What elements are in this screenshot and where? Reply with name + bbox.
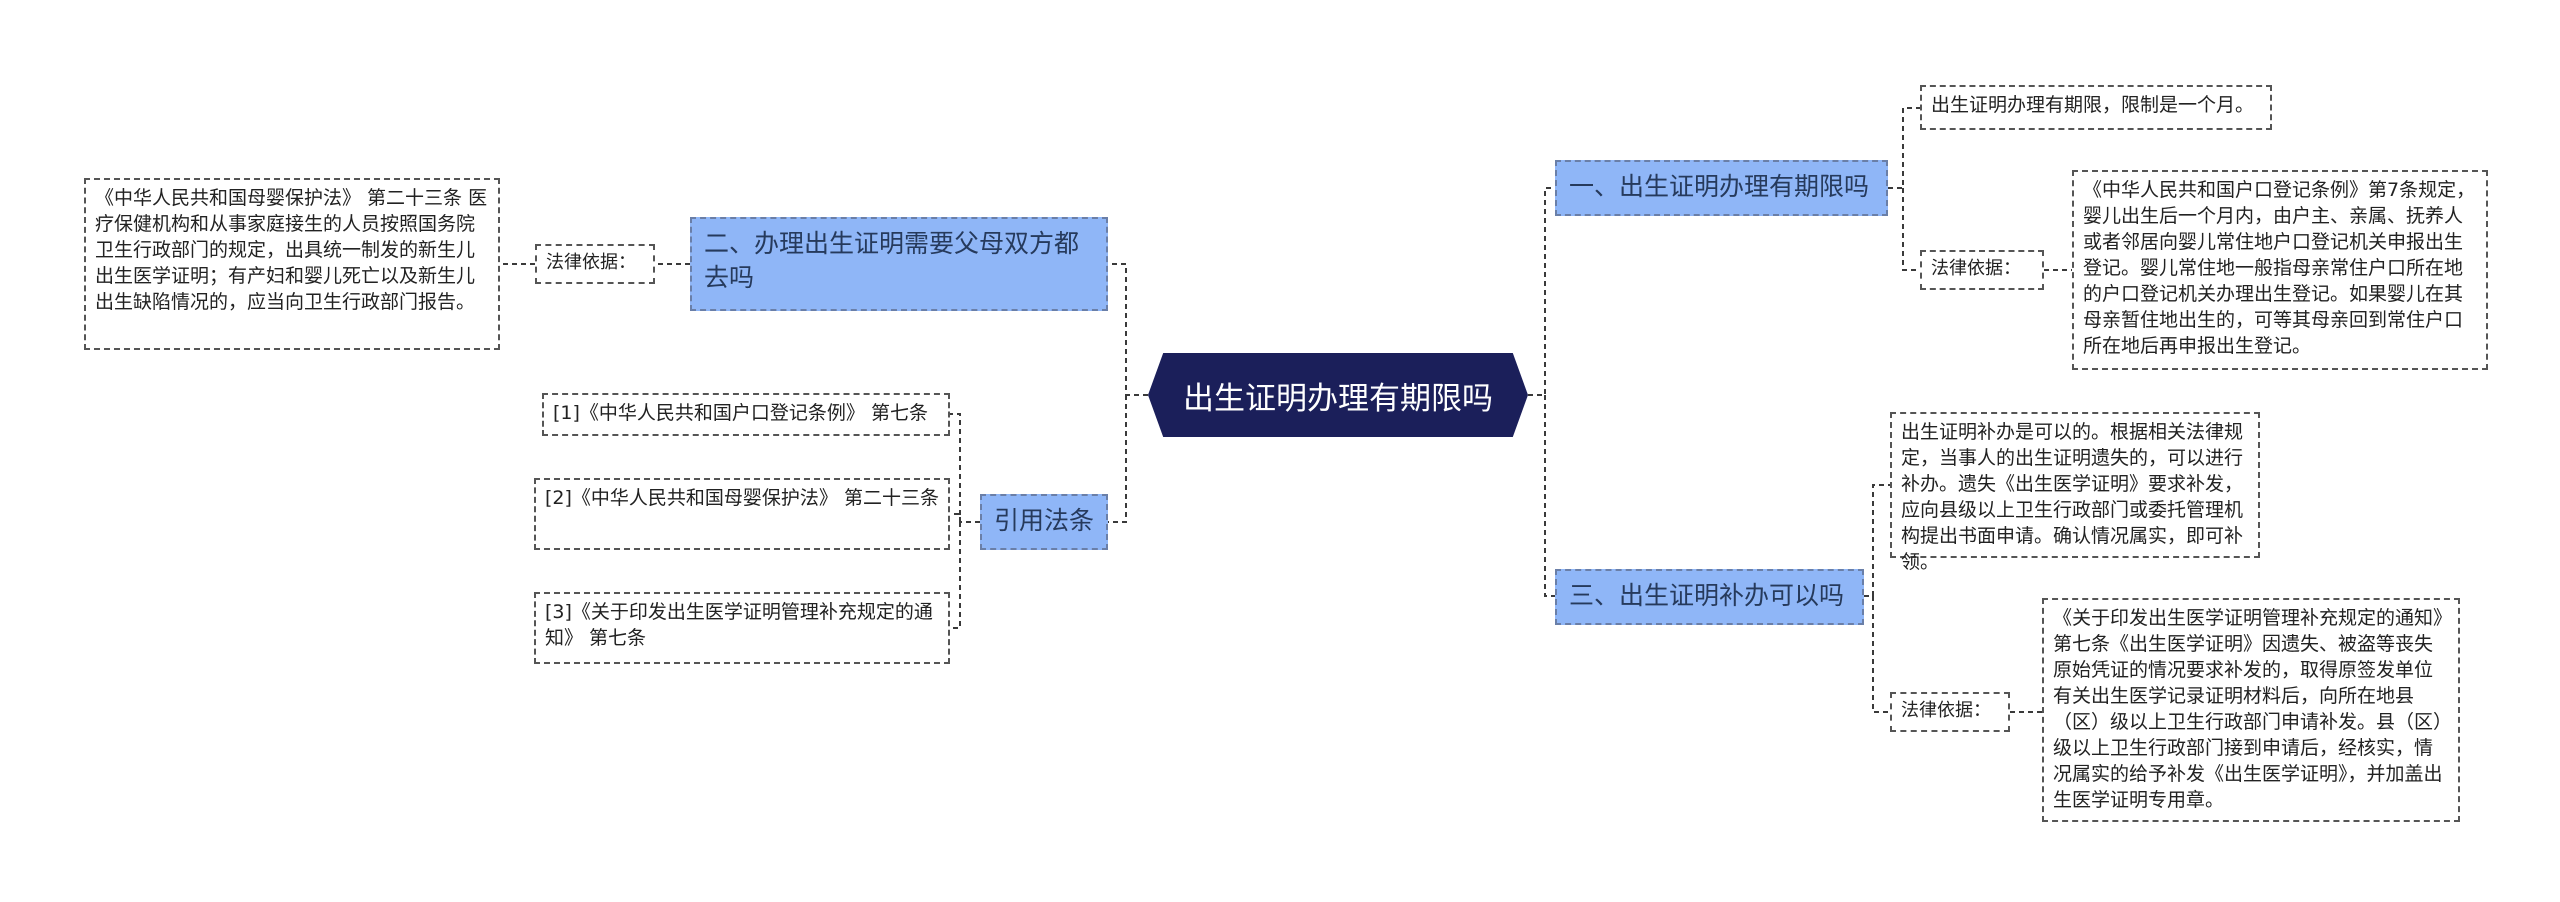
branch-validity-period[interactable]: 一、出生证明办理有期限吗 [1555,160,1888,216]
branch-reissue[interactable]: 三、出生证明补办可以吗 [1555,569,1864,625]
branch-both-parents[interactable]: 二、办理出生证明需要父母双方都去吗 [690,217,1108,311]
ref-item-3: [3]《关于印发出生医学证明管理补充规定的通知》 第七条 [534,592,950,664]
law-text-maternal-infant-protection: 《中华人民共和国母婴保护法》 第二十三条 医疗保健机构和从事家庭接生的人员按照国… [84,178,500,350]
law-text-household-registration: 《中华人民共和国户口登记条例》第7条规定，婴儿出生后一个月内，由户主、亲属、抚养… [2072,170,2488,370]
ref-item-2: [2]《中华人民共和国母婴保护法》 第二十三条 [534,478,950,550]
ref-item-1: [1]《中华人民共和国户口登记条例》 第七条 [542,393,950,436]
note-validity-period: 出生证明办理有期限，限制是一个月。 [1920,85,2272,130]
law-label-both-parents: 法律依据： [535,244,655,284]
law-text-birth-certificate-rules: 《关于印发出生医学证明管理补充规定的通知》第七条《出生医学证明》因遗失、被盗等丧… [2042,598,2460,822]
root-topic[interactable]: 出生证明办理有期限吗 [1148,353,1528,437]
note-reissue: 出生证明补办是可以的。根据相关法律规定，当事人的出生证明遗失的，可以进行补办。遗… [1890,412,2260,573]
law-label-reissue: 法律依据： [1890,692,2010,732]
branch-cited-laws[interactable]: 引用法条 [980,494,1108,550]
law-label-validity: 法律依据： [1920,250,2044,290]
